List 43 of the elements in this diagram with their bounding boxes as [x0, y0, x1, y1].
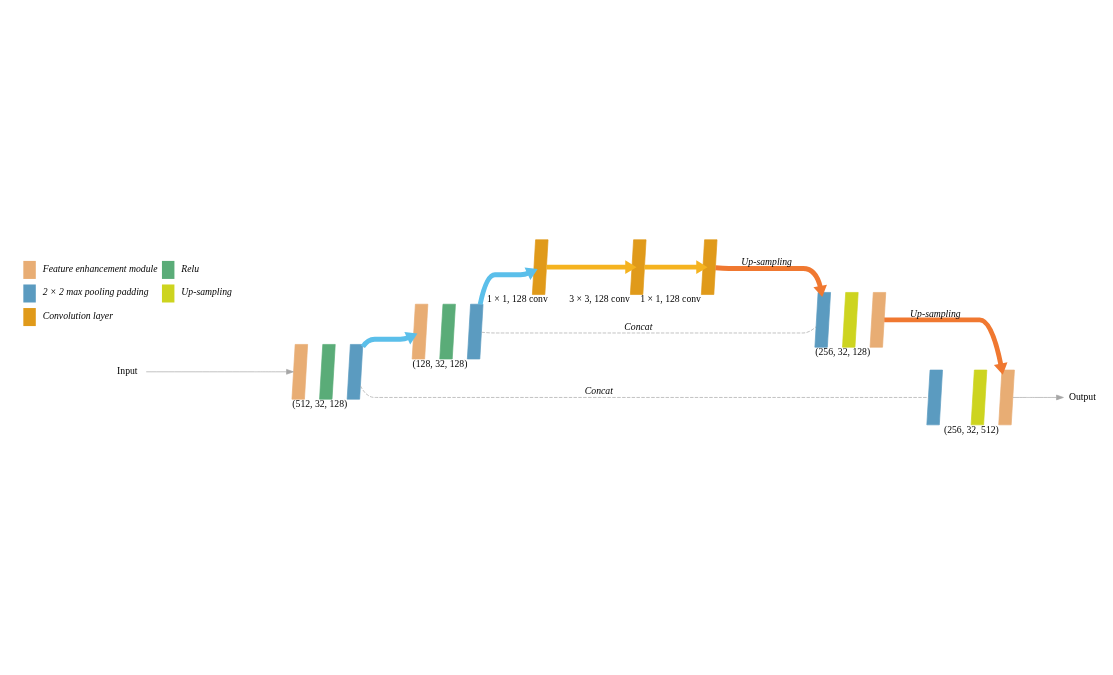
arrow: [1012, 394, 1064, 401]
node-label: (256, 32, 512): [943, 423, 999, 435]
node-parallelogram: [814, 292, 831, 348]
legend-label: Up-sampling: [181, 286, 232, 298]
edge-label: Concat: [624, 320, 653, 332]
node-parallelogram: [532, 239, 549, 295]
edge-label: Up-sampling: [910, 307, 961, 319]
node-parallelogram: [842, 292, 859, 348]
connector: [481, 326, 817, 334]
node-parallelogram: [869, 292, 887, 348]
legend-label: Feature enhancement module: [42, 262, 158, 274]
node-parallelogram: [701, 239, 718, 295]
arrow: [546, 260, 637, 274]
arrow: [477, 267, 538, 305]
edge-label: Concat: [584, 385, 613, 397]
node-parallelogram: [630, 239, 647, 295]
node-parallelogram: [319, 344, 336, 400]
node-parallelogram: [467, 303, 484, 360]
node-parallelogram: [970, 369, 988, 426]
node-parallelogram: [926, 369, 943, 426]
node-parallelogram: [411, 303, 429, 360]
arrow: [884, 317, 1008, 375]
legend-label: Convolution layer: [42, 309, 113, 321]
legend-label: Relu: [181, 262, 200, 274]
node-parallelogram: [439, 303, 456, 360]
node-parallelogram: [291, 344, 308, 400]
arrow: [644, 260, 708, 274]
node-label: 1 × 1, 128 conv: [487, 293, 548, 305]
node-label: 3 × 3, 128 conv: [569, 293, 630, 305]
node-label: (256, 32, 128): [815, 345, 871, 357]
arrow: [715, 265, 827, 297]
node-text: Input: [117, 365, 138, 377]
node-label: 1 × 1, 128 conv: [640, 293, 701, 305]
legend-label: 2 × 2 max pooling padding: [42, 286, 149, 298]
arrow: [360, 331, 418, 349]
node-label: (512, 32, 128): [292, 397, 348, 409]
connector: [360, 385, 929, 398]
arrow: [145, 369, 294, 375]
edge-label: Up-sampling: [741, 256, 792, 268]
node-parallelogram: [998, 369, 1015, 426]
node-label: (128, 32, 128): [412, 357, 468, 369]
node-parallelogram: [346, 344, 364, 400]
node-text: Output: [1068, 391, 1096, 403]
